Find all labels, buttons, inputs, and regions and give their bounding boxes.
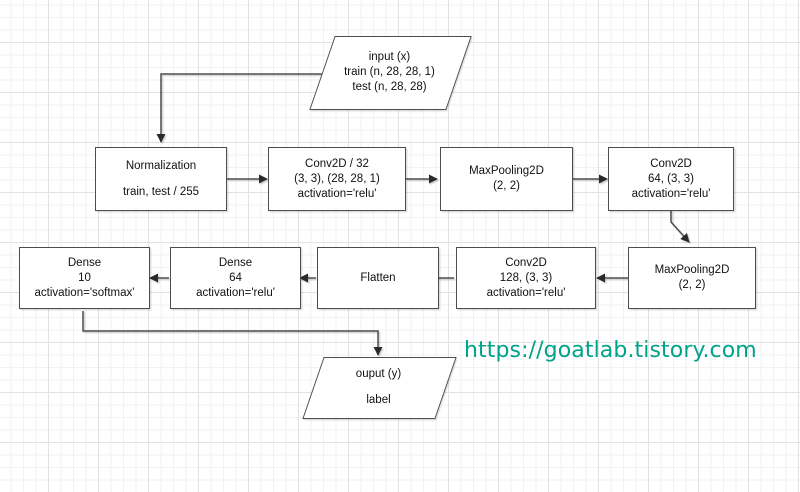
node-normalization[interactable]: Normalization train, test / 255 (95, 147, 227, 211)
node-maxpooling2d-1-line2: (2, 2) (493, 180, 520, 192)
node-maxpooling2d-2[interactable]: MaxPooling2D (2, 2) (628, 247, 756, 309)
node-dense-64-line2: 64 (229, 271, 242, 284)
node-input-line3: test (n, 28, 28) (352, 80, 427, 93)
node-dense-10-line2: 10 (78, 271, 91, 284)
node-conv2d-32[interactable]: Conv2D / 32 (3, 3), (28, 28, 1) activati… (268, 147, 406, 211)
node-dense-64-line3: activation='relu' (196, 286, 275, 299)
node-output[interactable]: ouput (y) label (302, 357, 457, 419)
node-conv2d-32-line3: activation='relu' (297, 187, 377, 200)
node-conv2d-64-line1: Conv2D (650, 157, 692, 170)
node-dense-10-line1: Dense (67, 256, 102, 269)
node-conv2d-64-line3: activation='relu' (631, 187, 711, 200)
node-conv2d-32-line2: (3, 3), (28, 28, 1) (294, 172, 380, 185)
edge-conv2-to-maxpool2 (670, 211, 690, 243)
node-input-line2: train (n, 28, 28, 1) (344, 65, 435, 78)
node-input[interactable]: input (x) train (n, 28, 28, 1) test (n, … (309, 36, 472, 110)
node-maxpooling2d-1-line1: MaxPooling2D (469, 165, 544, 177)
node-conv2d-128[interactable]: Conv2D 128, (3, 3) activation='relu' (456, 247, 596, 309)
watermark-url: https://goatlab.tistory.com (464, 338, 757, 363)
node-normalization-line1: Normalization (125, 159, 197, 172)
node-flatten[interactable]: Flatten (317, 247, 439, 309)
node-conv2d-128-line3: activation='relu' (486, 286, 566, 299)
edge-dense10-to-output (82, 311, 383, 356)
node-normalization-line2: train, test / 255 (122, 185, 200, 198)
node-conv2d-32-line1: Conv2D / 32 (305, 157, 369, 170)
node-output-line1: ouput (y) (355, 367, 402, 380)
node-dense-64-line1: Dense (218, 256, 253, 269)
node-conv2d-128-line1: Conv2D (505, 256, 547, 269)
node-maxpooling2d-2-line2: (2, 2) (678, 279, 706, 291)
node-conv2d-64[interactable]: Conv2D 64, (3, 3) activation='relu' (608, 147, 734, 211)
node-dense-64[interactable]: Dense 64 activation='relu' (170, 247, 301, 309)
node-output-line2: label (366, 393, 391, 406)
node-dense-10[interactable]: Dense 10 activation='softmax' (19, 247, 150, 309)
node-input-line1: input (x) (368, 50, 411, 63)
node-maxpooling2d-2-line1: MaxPooling2D (654, 264, 730, 276)
node-conv2d-64-line2: 64, (3, 3) (647, 172, 695, 185)
edge-input-to-normalization (156, 73, 326, 143)
node-flatten-line1: Flatten (360, 271, 396, 284)
node-conv2d-128-line2: 128, (3, 3) (499, 271, 553, 284)
node-dense-10-line3: activation='softmax' (34, 286, 135, 299)
node-maxpooling2d-1[interactable]: MaxPooling2D (2, 2) (440, 147, 573, 211)
